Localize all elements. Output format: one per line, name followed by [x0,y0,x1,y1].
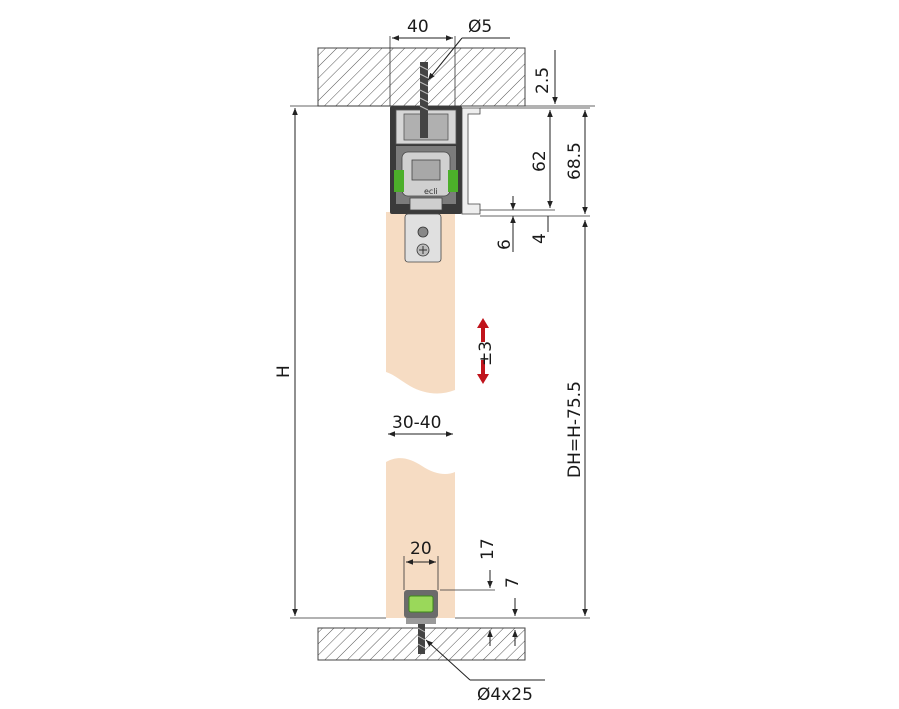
label-screw-top: Ø5 [468,17,492,37]
label-guide-height: 17 [478,538,498,560]
top-track: ecli [390,106,481,215]
label-adjust: ±3 [476,341,496,366]
label-gap-a: 6 [495,239,515,250]
label-door-height: DH=H-75.5 [565,381,585,478]
label-gap-b: 4 [530,233,550,244]
label-top-width: 40 [407,17,429,37]
label-rail-outer: 68.5 [565,142,585,180]
label-guide-width: 20 [410,539,432,559]
brand-mark: ecli [424,187,438,196]
label-ceiling-gap: 2.5 [533,67,553,94]
top-screw [419,62,429,138]
label-guide-gap: 7 [503,577,523,588]
dimension-lines [290,35,595,681]
label-height: H [274,365,294,378]
label-screw-bottom: Ø4x25 [477,685,533,705]
dimension-labels: 40 Ø5 2.5 62 68.5 6 4 H ±3 30-40 DH=H-75… [274,17,585,705]
door-bracket [404,213,442,263]
floor-guide [404,590,438,654]
label-thickness: 30-40 [392,413,441,433]
label-rail-inner: 62 [530,150,550,172]
adjust-arrows [477,318,489,384]
